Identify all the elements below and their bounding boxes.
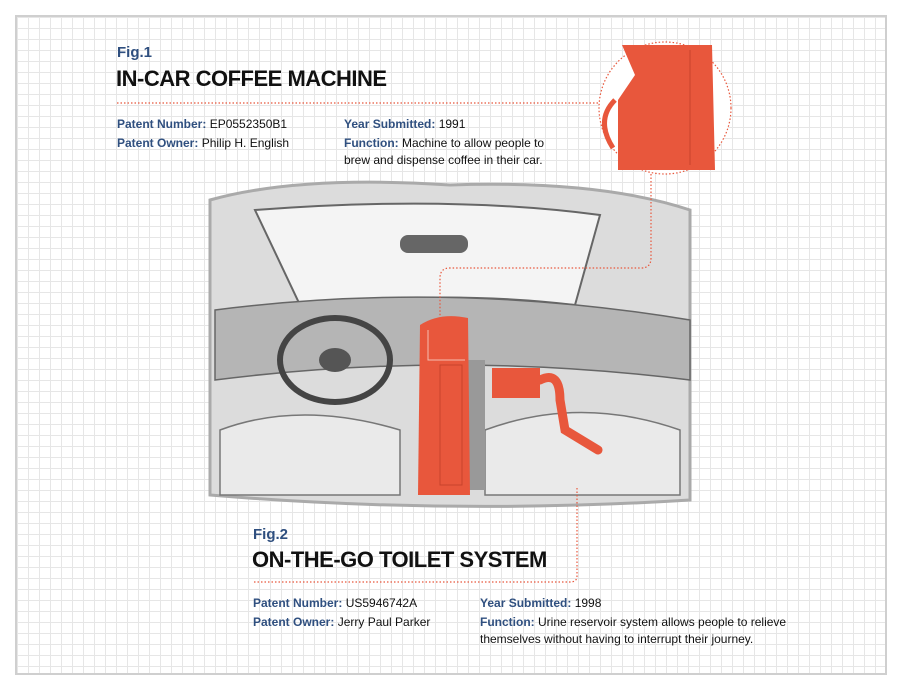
coffee-machine-in-car <box>418 316 470 495</box>
label: Function: <box>344 136 399 150</box>
connector-lines <box>117 102 652 583</box>
value: 1998 <box>574 596 602 610</box>
value: Machine to allow people to <box>402 136 545 150</box>
value: Urine reservoir system allows people to … <box>538 615 787 629</box>
toilet-system-device <box>492 368 603 455</box>
label: Function: <box>480 615 535 629</box>
fig2-function: Function: Urine reservoir system allows … <box>480 614 786 648</box>
value: US5946742A <box>345 596 418 610</box>
car-interior-sketch <box>208 180 692 508</box>
label: Year Submitted: <box>480 596 572 610</box>
value: Philip H. English <box>201 136 290 150</box>
value: Jerry Paul Parker <box>337 615 431 629</box>
label: Patent Owner: <box>253 615 335 629</box>
fig2-patent-owner: Patent Owner: Jerry Paul Parker <box>253 614 430 631</box>
value: themselves without having to interrupt t… <box>480 632 754 646</box>
fig1-patent-number: Patent Number: EP0552350B1 <box>117 116 287 133</box>
value: 1991 <box>438 117 466 131</box>
label: Patent Owner: <box>117 136 199 150</box>
label: Patent Number: <box>117 117 207 131</box>
fig1-function: Function: Machine to allow people to brew… <box>344 135 544 169</box>
fig1-patent-owner: Patent Owner: Philip H. English <box>117 135 289 152</box>
fig1-label: Fig.1 <box>117 44 153 61</box>
label: Patent Number: <box>253 596 343 610</box>
fig2-label: Fig.2 <box>253 526 289 543</box>
value: brew and dispense coffee in their car. <box>344 153 543 167</box>
coffee-maker-callout <box>598 41 732 175</box>
fig2-patent-number: Patent Number: US5946742A <box>253 595 417 612</box>
label: Year Submitted: <box>344 117 436 131</box>
fig2-year: Year Submitted: 1998 <box>480 595 601 612</box>
fig1-title: IN-CAR COFFEE MACHINE <box>116 66 387 91</box>
value: EP0552350B1 <box>209 117 288 131</box>
fig2-title: ON-THE-GO TOILET SYSTEM <box>252 547 547 572</box>
fig1-year: Year Submitted: 1991 <box>344 116 465 133</box>
